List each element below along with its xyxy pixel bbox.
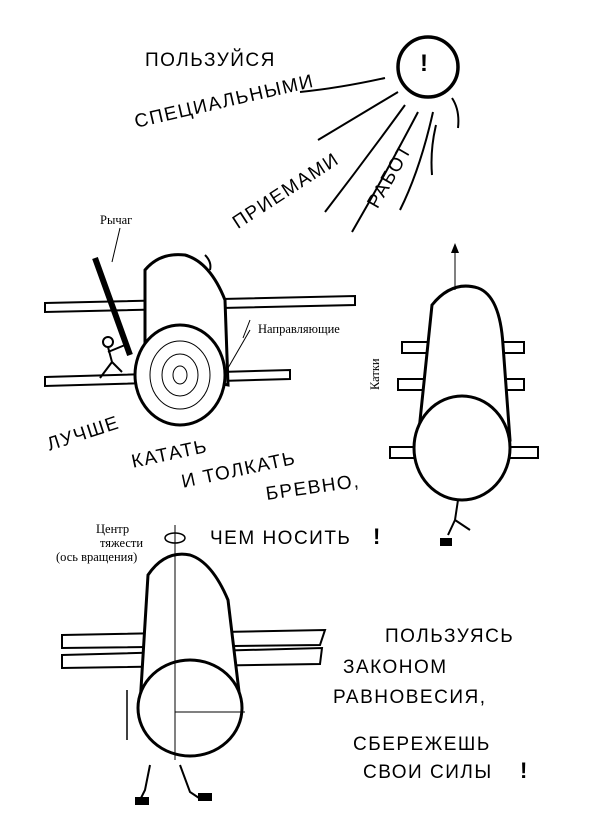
slogan1-line-5: ЧЕМ НОСИТЬ <box>210 528 352 549</box>
worker-icon <box>99 336 126 379</box>
slogan2-line-4: СБЕРЕЖЕШЬ <box>353 734 491 755</box>
lever-label: Рычаг <box>100 213 133 227</box>
log-balance-scene <box>61 525 327 805</box>
log-rolling-scene <box>44 227 356 427</box>
center-label-line-2: тяжести <box>100 536 144 550</box>
header-line-1: ПОЛЬЗУЙСЯ <box>145 50 276 71</box>
slogan2-line-3: РАВНОВЕСИЯ, <box>333 687 487 708</box>
slogan1-mark: ! <box>373 524 382 549</box>
sun-icon <box>299 35 460 233</box>
guides-label: Направляющие <box>258 322 340 336</box>
sun-mark: ! <box>420 50 430 77</box>
slogan2-line-5: СВОИ СИЛЫ <box>363 762 493 783</box>
slogan2-line-2: ЗАКОНОМ <box>343 657 448 678</box>
center-label-line-1: Центр <box>96 522 130 536</box>
slogan2-line-1: ПОЛЬЗУЯСЬ <box>385 626 515 647</box>
slogan2-mark: ! <box>520 758 529 783</box>
log-on-rollers-scene <box>389 243 539 546</box>
center-label-line-3: (ось вращения) <box>56 550 138 564</box>
rollers-label: Катки <box>368 358 382 390</box>
